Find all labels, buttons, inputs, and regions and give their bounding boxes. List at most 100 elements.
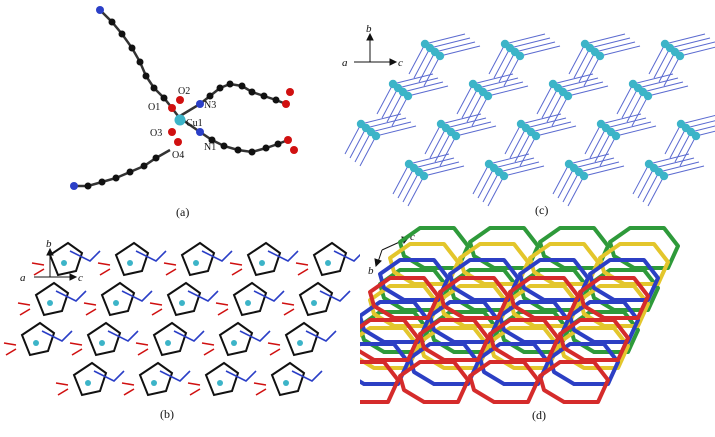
ring bbox=[218, 321, 254, 357]
link bbox=[291, 370, 323, 382]
molecule-motif bbox=[83, 281, 153, 317]
bond bbox=[642, 171, 660, 203]
bond bbox=[589, 37, 631, 49]
bond bbox=[679, 135, 697, 167]
hex-ring bbox=[438, 276, 510, 320]
ring bbox=[114, 241, 150, 277]
bond bbox=[439, 135, 457, 167]
oxygen-atoms bbox=[168, 88, 298, 154]
network-bonds bbox=[344, 33, 715, 207]
link bbox=[187, 290, 219, 302]
bond bbox=[445, 117, 487, 129]
link bbox=[135, 250, 167, 262]
axis-c-label-d: c bbox=[410, 231, 415, 243]
bond bbox=[557, 77, 599, 89]
bond bbox=[578, 51, 596, 83]
carboxylate bbox=[267, 342, 281, 356]
hex-ring bbox=[548, 342, 620, 386]
axis-c-label-c: c bbox=[398, 57, 403, 69]
packing-view: b a c bbox=[3, 238, 365, 397]
bond bbox=[397, 77, 439, 89]
bond bbox=[690, 125, 715, 133]
axis-a-label-c: a bbox=[342, 57, 348, 69]
link bbox=[253, 290, 285, 302]
link bbox=[225, 370, 257, 382]
ring bbox=[86, 321, 122, 357]
bond bbox=[578, 161, 620, 173]
bond bbox=[519, 45, 561, 57]
bond bbox=[466, 91, 484, 123]
bond bbox=[615, 125, 657, 137]
carboxylate bbox=[253, 382, 267, 396]
label-n3: N3 bbox=[204, 100, 216, 111]
carboxylate bbox=[83, 302, 97, 316]
ring bbox=[34, 281, 70, 317]
link bbox=[267, 250, 299, 262]
carboxylate bbox=[281, 302, 295, 316]
cu-node bbox=[217, 380, 223, 386]
bond bbox=[600, 113, 642, 125]
bond bbox=[360, 113, 402, 125]
bond bbox=[471, 95, 489, 127]
bond bbox=[647, 85, 689, 97]
hex-ring bbox=[558, 326, 630, 370]
cu-node bbox=[643, 91, 653, 101]
bond bbox=[413, 47, 431, 79]
carboxylate bbox=[31, 262, 45, 276]
molecule-motif bbox=[201, 321, 271, 357]
bond bbox=[472, 163, 490, 195]
ring bbox=[72, 361, 108, 397]
bond bbox=[477, 77, 519, 89]
bond bbox=[488, 43, 506, 75]
bond bbox=[610, 121, 652, 133]
label-o2: O2 bbox=[178, 86, 190, 97]
bond bbox=[637, 77, 679, 89]
bond bbox=[530, 121, 572, 133]
axis-b-label-d: b bbox=[368, 265, 374, 277]
molecule-motif bbox=[121, 361, 191, 397]
ring bbox=[166, 281, 202, 317]
bond bbox=[498, 51, 516, 83]
ring bbox=[270, 361, 306, 397]
bond bbox=[658, 51, 676, 83]
cu-node bbox=[283, 380, 289, 386]
molecule-motif bbox=[253, 361, 323, 397]
bond bbox=[407, 85, 449, 97]
molecule-motif bbox=[55, 361, 125, 397]
caption-a: (a) bbox=[176, 205, 190, 219]
cu-network: b a c bbox=[342, 23, 715, 207]
panel-d: c b (d) bbox=[328, 222, 715, 432]
bond bbox=[407, 175, 425, 207]
cu-node bbox=[563, 91, 573, 101]
link bbox=[55, 290, 87, 302]
bond bbox=[413, 157, 455, 169]
bond bbox=[551, 95, 569, 127]
bond bbox=[584, 33, 626, 45]
cu-node bbox=[531, 131, 541, 141]
bond bbox=[391, 95, 409, 127]
carboxylate bbox=[3, 342, 17, 356]
bond bbox=[648, 153, 690, 165]
axis-indicator-c bbox=[354, 32, 398, 66]
bond bbox=[392, 163, 410, 195]
link bbox=[93, 370, 125, 382]
ring bbox=[246, 241, 282, 277]
bond bbox=[429, 127, 447, 159]
panel-b: b a c (b) bbox=[0, 225, 365, 432]
cu-node bbox=[113, 300, 119, 306]
carboxylate bbox=[163, 262, 177, 276]
bond bbox=[616, 83, 634, 115]
bond bbox=[680, 114, 715, 125]
bond bbox=[504, 123, 522, 155]
cu-node bbox=[165, 340, 171, 346]
bond bbox=[605, 117, 647, 129]
cu-node bbox=[403, 91, 413, 101]
axis-c-label-b: c bbox=[78, 272, 83, 284]
cu-node bbox=[311, 300, 317, 306]
bond bbox=[493, 157, 535, 169]
bond bbox=[679, 46, 715, 57]
ring bbox=[48, 241, 84, 277]
bond bbox=[546, 91, 564, 123]
link bbox=[319, 290, 351, 302]
molecule-motif bbox=[281, 281, 351, 317]
